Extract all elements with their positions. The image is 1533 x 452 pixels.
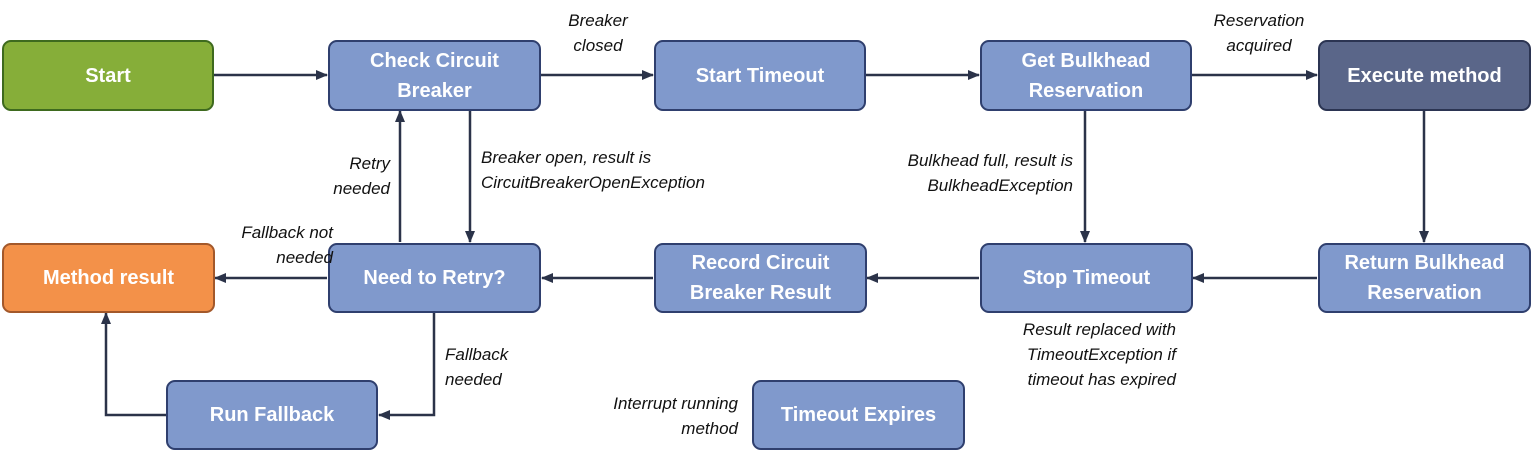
need-to-retry-node: Need to Retry? (328, 243, 541, 313)
execute-method-label: Execute method (1347, 64, 1502, 87)
label-result-replaced: Result replaced with TimeoutException if… (1022, 320, 1176, 389)
record-circuit-breaker-result-node: Record Circuit Breaker Result (654, 243, 867, 313)
label-fallback-not-needed: Fallback not needed (241, 223, 333, 267)
method-result-label: Method result (42, 267, 175, 289)
need-to-retry-label: Need to Retry? (363, 267, 506, 289)
label-reservation-acquired: Reservation acquired (1213, 11, 1305, 55)
return-bulkhead-reservation-node: Return Bulkhead Reservation (1318, 243, 1531, 313)
label-breaker-open: Breaker open, result is CircuitBreakerOp… (481, 148, 705, 192)
label-interrupt-running-method: Interrupt running method (613, 394, 738, 438)
start-timeout-node: Start Timeout (654, 40, 866, 111)
execute-method-node: Execute method (1318, 40, 1531, 111)
run-fallback-label: Run Fallback (209, 404, 335, 426)
timeout-expires-node: Timeout Expires (752, 380, 965, 450)
start-node-label: Start (85, 64, 131, 87)
stop-timeout-label: Stop Timeout (1022, 267, 1151, 289)
label-fallback-needed: Fallback needed (445, 345, 509, 389)
record-circuit-breaker-result-label: Record Circuit Breaker Result (689, 252, 832, 304)
label-retry-needed: Retry needed (333, 154, 390, 198)
label-breaker-closed: Breaker closed (568, 11, 628, 55)
method-result-node: Method result (2, 243, 215, 313)
check-circuit-breaker-label: Check Circuit Breaker (370, 49, 499, 102)
label-bulkhead-full: Bulkhead full, result is BulkheadExcepti… (907, 151, 1073, 195)
run-fallback-node: Run Fallback (166, 380, 378, 450)
timeout-expires-label: Timeout Expires (780, 404, 937, 426)
get-bulkhead-reservation-label: Get Bulkhead Reservation (1021, 49, 1151, 102)
start-node: Start (2, 40, 214, 111)
arrow-need-retry-to-run-fallback (378, 313, 436, 420)
check-circuit-breaker-node: Check Circuit Breaker (328, 40, 541, 111)
stop-timeout-node: Stop Timeout (980, 243, 1193, 313)
get-bulkhead-reservation-node: Get Bulkhead Reservation (980, 40, 1192, 111)
arrow-run-fallback-to-method-result (101, 312, 166, 417)
start-timeout-label: Start Timeout (695, 64, 825, 87)
return-bulkhead-reservation-label: Return Bulkhead Reservation (1344, 252, 1505, 304)
